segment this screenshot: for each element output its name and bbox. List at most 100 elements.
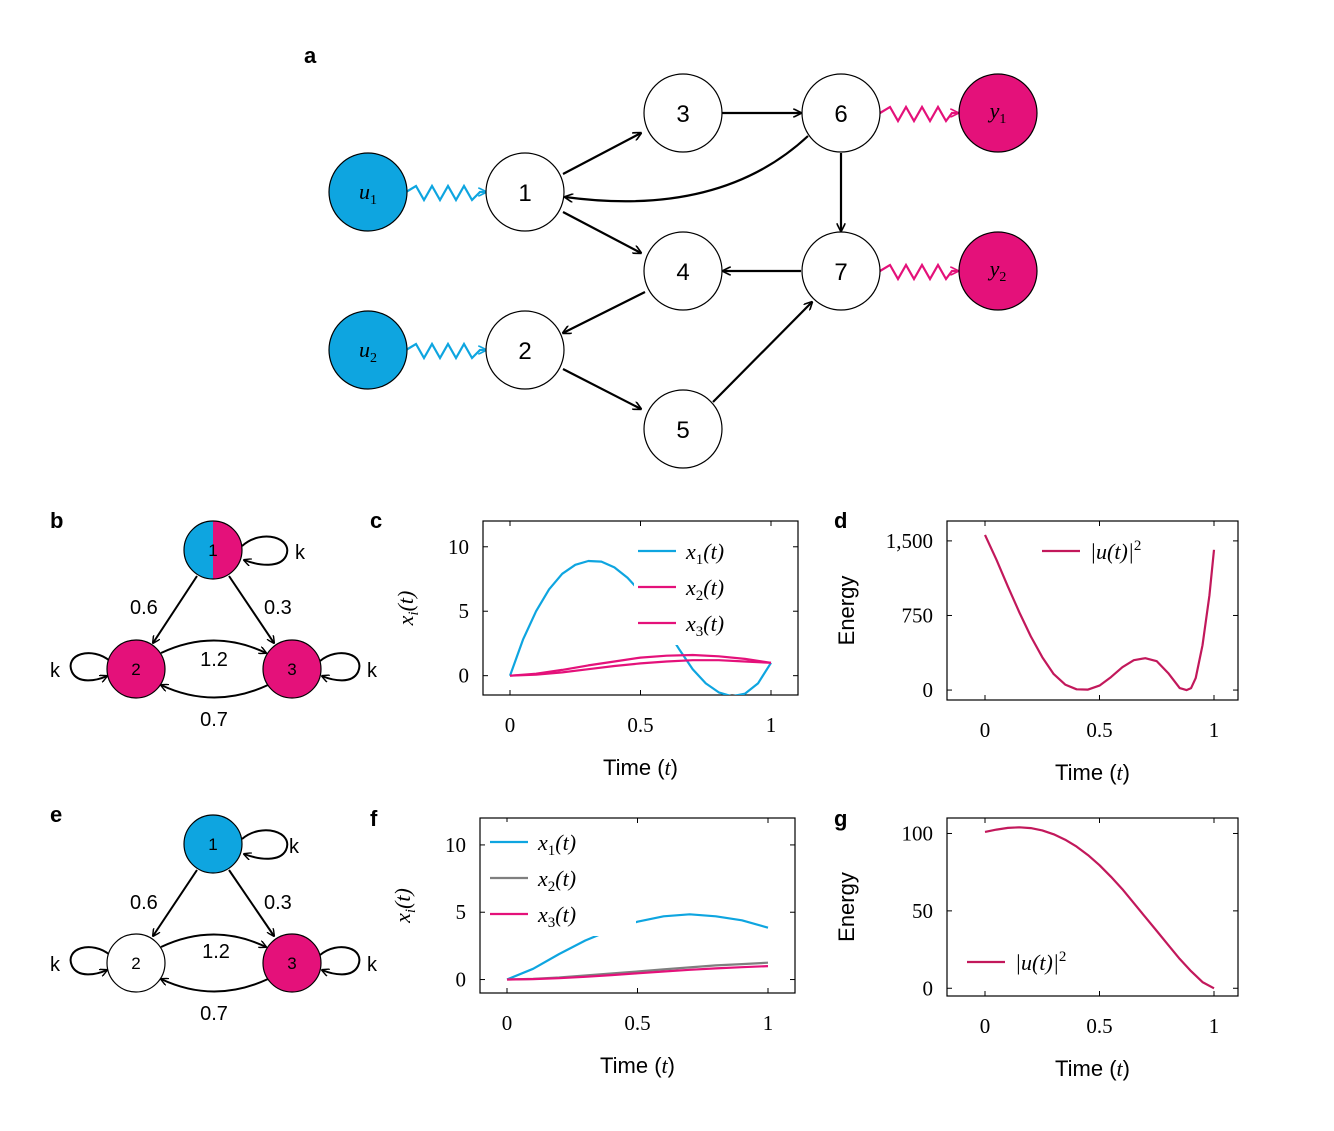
node-4 xyxy=(643,231,723,311)
node-b-1 xyxy=(183,520,243,580)
output-node-y2 xyxy=(958,231,1038,311)
series-line xyxy=(509,659,772,677)
panel-letter-b: b xyxy=(50,508,63,533)
node-b-1-output-half xyxy=(213,521,242,579)
x-tick-label: 0 xyxy=(980,1014,991,1038)
node-b-2 xyxy=(106,639,166,699)
edge-1-to-4 xyxy=(562,211,641,253)
x-tick-label: 1 xyxy=(1209,718,1220,742)
legend-label: x3(t) xyxy=(537,902,576,931)
y-tick-label: 1,500 xyxy=(886,529,933,553)
output-label-y2: y2 xyxy=(988,256,1007,285)
edge-e-label-1-2: 0.6 xyxy=(130,892,158,914)
self-loop-b-label-2: k xyxy=(50,660,61,682)
x-tick-label: 0.5 xyxy=(627,713,653,737)
x-axis-title: Time (t) xyxy=(1055,760,1130,785)
node-5 xyxy=(643,389,723,469)
edge-e-1-to-3 xyxy=(228,869,274,936)
node-1 xyxy=(485,152,565,232)
edge-e-3-to-2 xyxy=(161,979,269,993)
self-loop-e-label-1: k xyxy=(289,836,300,858)
self-loop-e-1 xyxy=(241,829,289,859)
series-line xyxy=(984,826,1215,990)
y-tick-label: 50 xyxy=(912,899,933,923)
node-label-3: 3 xyxy=(676,101,689,128)
series-line xyxy=(506,961,769,981)
self-loop-b-3 xyxy=(319,652,361,680)
y-tick-label: 0 xyxy=(923,678,934,702)
input-node-u2 xyxy=(328,310,408,390)
panel-letter-e: e xyxy=(50,802,62,827)
x-tick-label: 1 xyxy=(1209,1014,1220,1038)
self-loop-b-2 xyxy=(69,652,111,680)
node-e-3 xyxy=(262,933,322,993)
x-tick-label: 0.5 xyxy=(1086,1014,1112,1038)
self-loop-e-3 xyxy=(319,946,361,974)
node-e-2 xyxy=(106,933,166,993)
edge-4-to-2 xyxy=(563,291,646,333)
node-label-7: 7 xyxy=(834,259,847,286)
edge-b-3-to-2 xyxy=(161,685,269,699)
node-e-label-2: 2 xyxy=(131,954,140,973)
node-label-5: 5 xyxy=(676,417,689,444)
y-tick-label: 10 xyxy=(445,833,466,857)
series-line xyxy=(506,913,769,981)
edge-5-to-7 xyxy=(712,302,812,403)
edge-b-1-to-2 xyxy=(153,575,198,643)
node-e-1 xyxy=(183,814,243,874)
node-b-label-3: 3 xyxy=(287,660,296,679)
panel-letter-g: g xyxy=(834,806,847,831)
output-label-y1: y1 xyxy=(988,98,1007,127)
edge-e-1-to-2 xyxy=(153,869,198,936)
output-edge-y1 xyxy=(879,104,958,124)
panel-a-edges xyxy=(563,113,841,409)
legend-label: x2(t) xyxy=(537,866,576,895)
edge-2-to-5 xyxy=(562,368,641,409)
node-2 xyxy=(485,310,565,390)
y-tick-label: 750 xyxy=(902,603,934,627)
input-edge-u2 xyxy=(405,341,486,361)
node-b-1-input-half xyxy=(184,521,213,579)
x-axis-title: Time (t) xyxy=(1055,1056,1130,1081)
node-e-label-3: 3 xyxy=(287,954,296,973)
node-label-4: 4 xyxy=(676,259,689,286)
series-line xyxy=(984,534,1216,692)
plot-frame xyxy=(946,817,1239,997)
node-label-6: 6 xyxy=(834,101,847,128)
edge-b-label-1-2: 0.6 xyxy=(130,597,158,619)
output-node-y1 xyxy=(958,73,1038,153)
edge-b-label-2-3: 1.2 xyxy=(200,649,228,671)
y-axis-title: Energy xyxy=(834,576,859,646)
self-loop-e-label-2: k xyxy=(50,954,61,976)
node-6 xyxy=(801,73,881,153)
edge-e-label-2-3: 1.2 xyxy=(202,941,230,963)
x-tick-label: 0.5 xyxy=(1086,718,1112,742)
legend-label: |u(t)|2 xyxy=(1015,949,1066,975)
panel-letter-f: f xyxy=(370,806,378,831)
y-tick-label: 100 xyxy=(902,821,934,845)
y-axis-title: Energy xyxy=(834,872,859,942)
x-tick-label: 0 xyxy=(505,713,516,737)
series-line xyxy=(509,653,772,677)
edge-b-label-3-2: 0.7 xyxy=(200,709,228,731)
panel-letter-a: a xyxy=(304,43,317,68)
series-line xyxy=(506,965,769,981)
edge-6-to-1 xyxy=(565,135,809,201)
self-loop-b-label-3: k xyxy=(367,660,378,682)
legend-label: |u(t)|2 xyxy=(1090,538,1141,564)
panel-b: b 1 2 3 k k k 0.6 0.3 1.2 0.7 xyxy=(50,508,378,731)
x-tick-label: 0.5 xyxy=(624,1011,650,1035)
self-loop-b-1 xyxy=(241,535,289,565)
y-tick-label: 10 xyxy=(448,535,469,559)
input-edge-u1 xyxy=(405,183,486,203)
node-b-3 xyxy=(262,639,322,699)
legend-label: x2(t) xyxy=(685,575,724,604)
edge-1-to-3 xyxy=(562,133,641,175)
y-tick-label: 0 xyxy=(923,976,934,1000)
legend-label: x1(t) xyxy=(685,539,724,568)
node-label-1: 1 xyxy=(518,180,531,207)
x-tick-label: 1 xyxy=(763,1011,774,1035)
